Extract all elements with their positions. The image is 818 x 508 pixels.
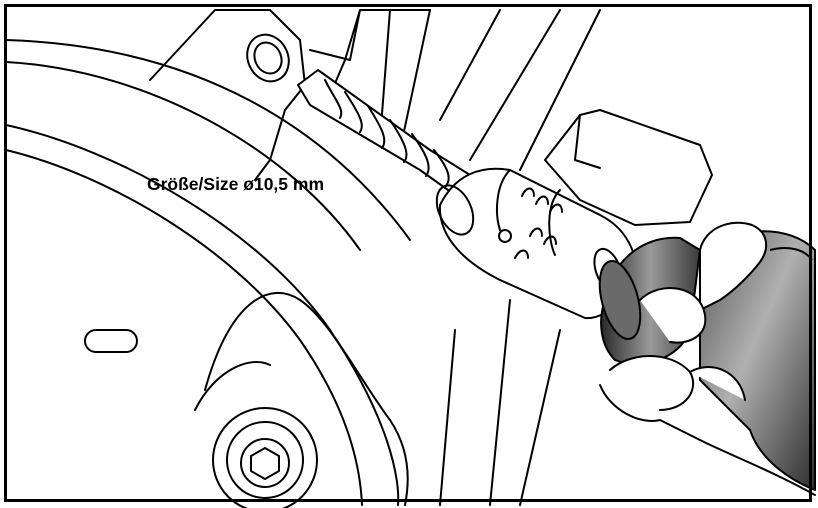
housing-rim [5, 39, 411, 241]
upper-bracket [149, 9, 306, 181]
mount-plate [204, 291, 409, 506]
guard-block [544, 109, 713, 226]
housing-inner-arc [5, 149, 363, 506]
hex-socket [250, 447, 280, 480]
bolt-ring-inner [226, 421, 304, 499]
mount-inner [194, 361, 271, 411]
support-lines [379, 9, 601, 171]
bracket-hole [246, 33, 290, 83]
housing-outline [5, 124, 400, 506]
bracket-hole-inner [253, 41, 283, 75]
bolt-ring-outer [212, 407, 318, 508]
bit-size-label: Größe/Size ø10,5 mm [147, 174, 325, 194]
drill-flutes [324, 79, 450, 187]
rail-lines [439, 299, 561, 506]
slot [84, 329, 138, 353]
guard-edge [574, 114, 601, 169]
housing-edge [5, 61, 361, 251]
bolt-head [240, 438, 290, 488]
hand [599, 221, 816, 496]
